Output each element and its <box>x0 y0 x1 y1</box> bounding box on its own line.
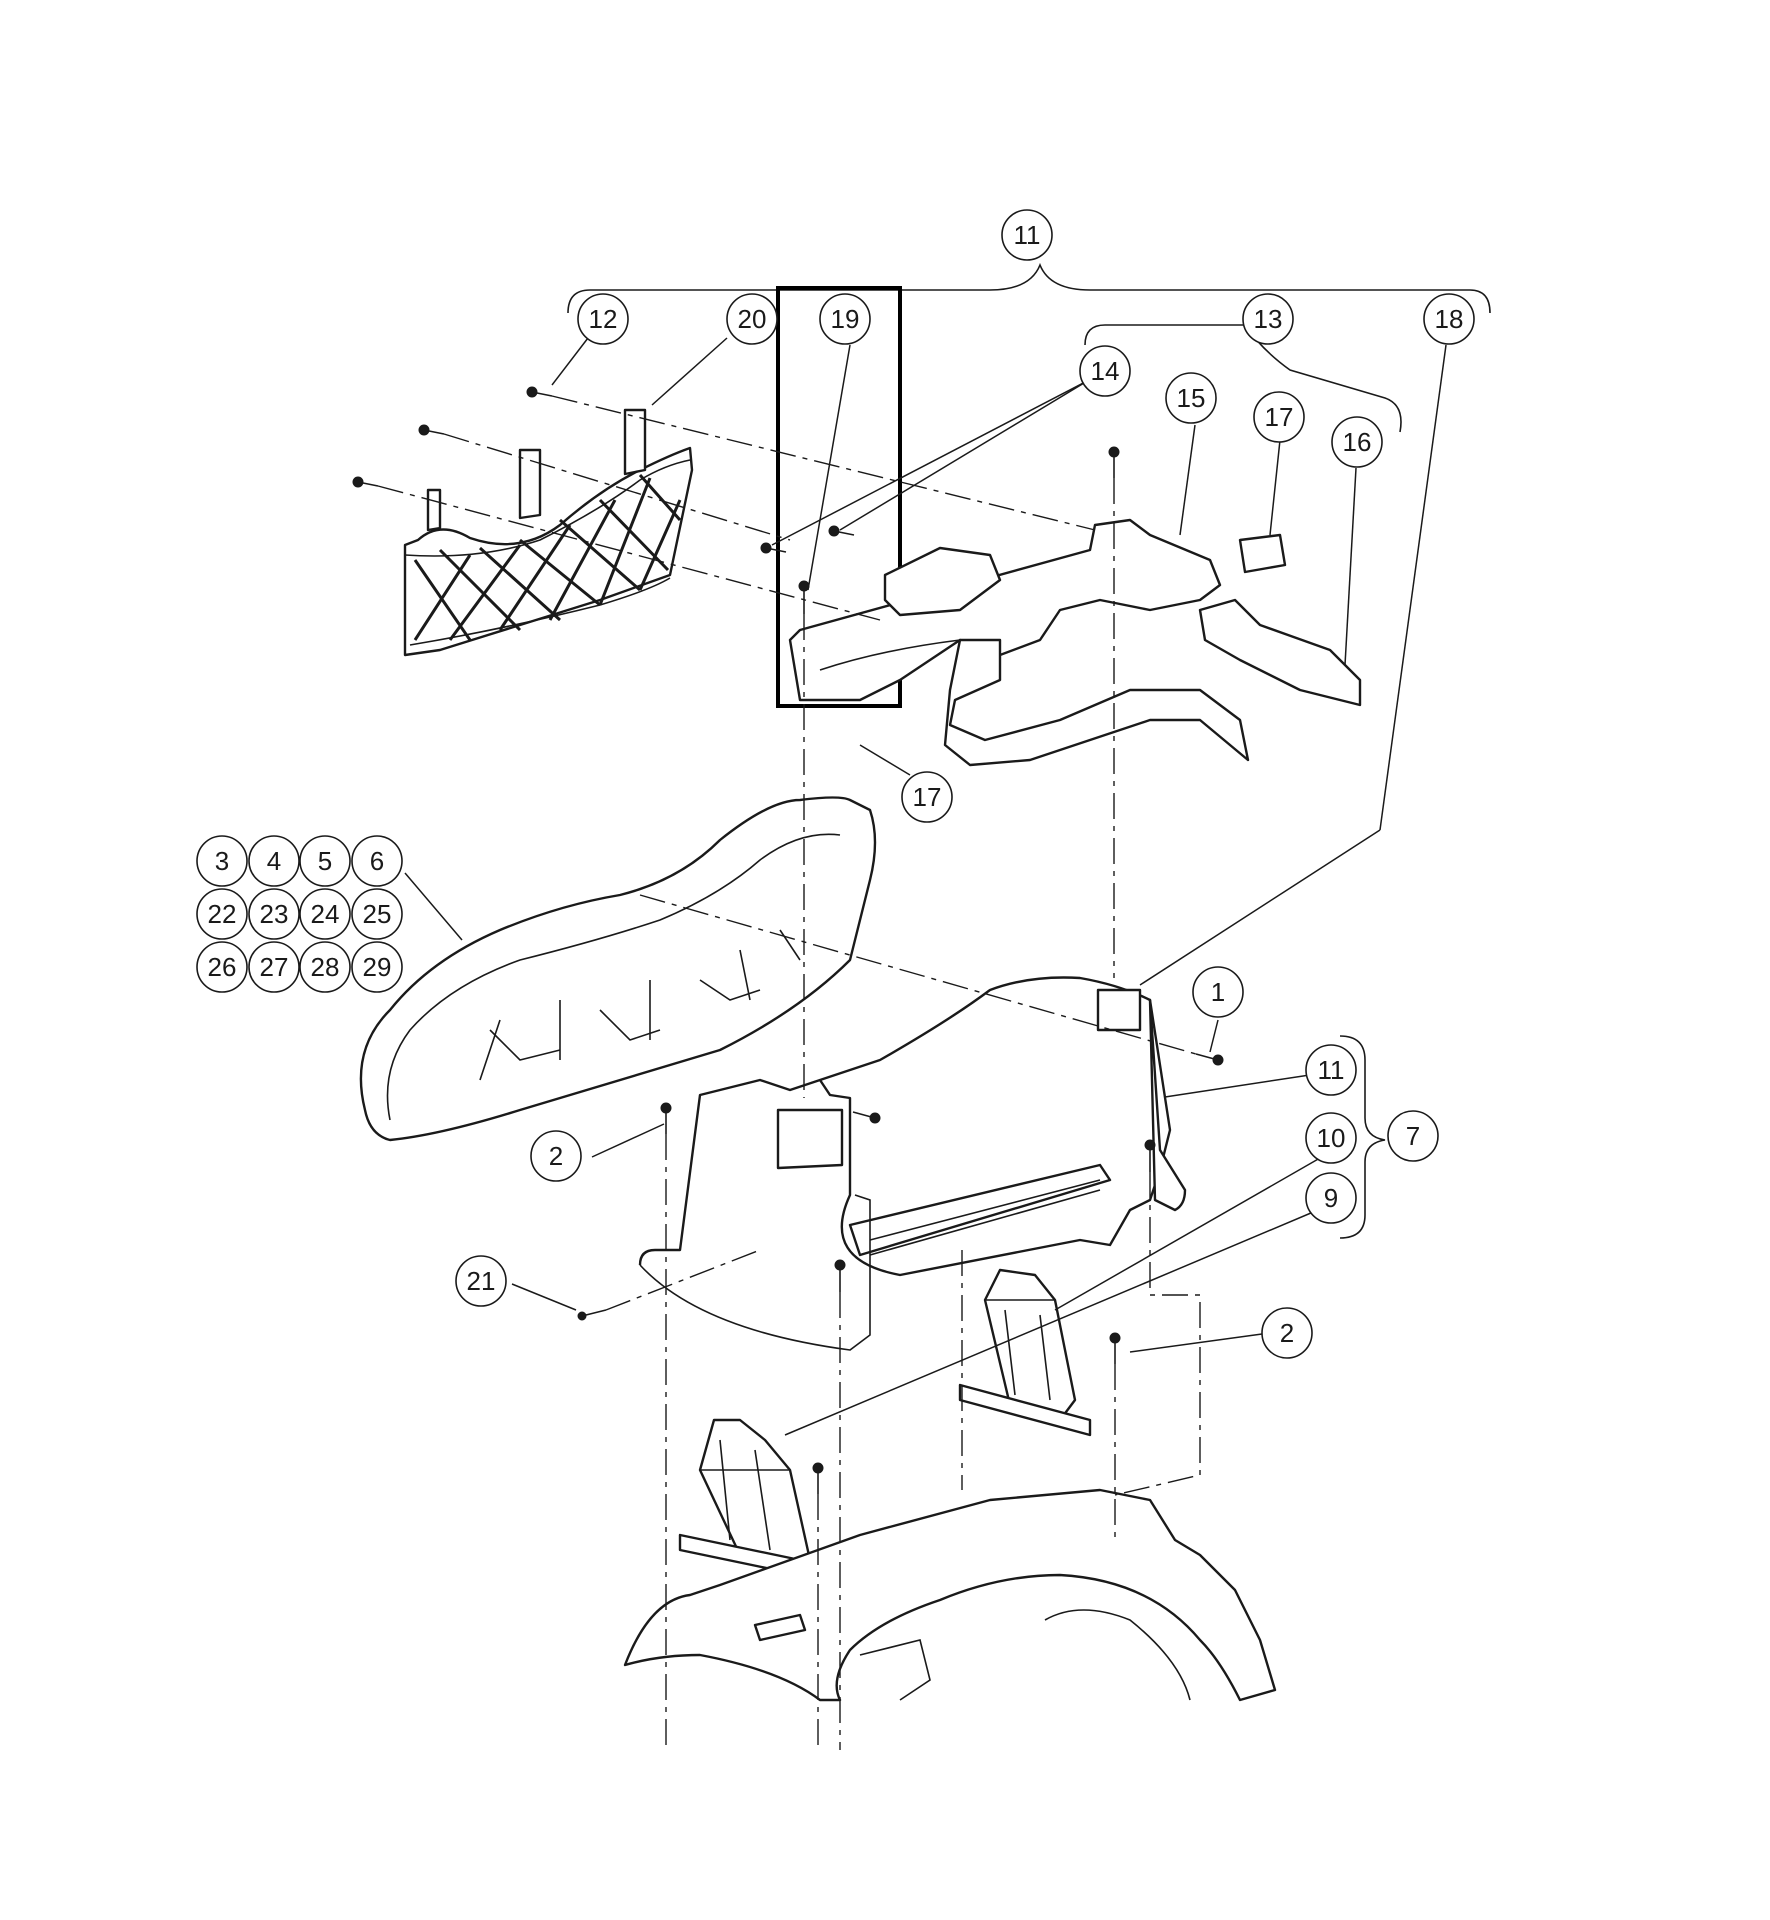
assembly-lines <box>377 395 1201 1750</box>
cargo-net <box>403 408 694 657</box>
callout-label: 17 <box>1265 402 1294 432</box>
callout-label: 21 <box>467 1266 496 1296</box>
callout-14: 14 <box>1079 345 1131 397</box>
hinge-bracket-right <box>958 1268 1092 1437</box>
seat-support-bracket <box>638 976 1187 1351</box>
callout-22: 22 <box>196 888 248 940</box>
callout-label: 23 <box>260 899 289 929</box>
callout-18: 18 <box>1423 293 1475 345</box>
callout-1: 1 <box>1192 966 1244 1018</box>
callout-label: 28 <box>311 952 340 982</box>
callout-21: 21 <box>455 1255 507 1307</box>
callout-26: 26 <box>196 941 248 993</box>
highlight-box <box>776 286 902 708</box>
assembly-brace-7 <box>1339 1035 1386 1239</box>
screws <box>352 386 1224 1494</box>
callout-label: 3 <box>215 846 229 876</box>
callout-19: 19 <box>819 293 871 345</box>
callout-24: 24 <box>299 888 351 940</box>
assembly-brace-11 <box>567 262 1491 314</box>
callout-label: 9 <box>1324 1183 1338 1213</box>
callout-label: 29 <box>363 952 392 982</box>
callout-label: 26 <box>208 952 237 982</box>
callout-5: 5 <box>299 835 351 887</box>
callout-9: 9 <box>1305 1172 1357 1224</box>
callout-label: 1 <box>1211 977 1225 1007</box>
callout-label: 13 <box>1254 304 1283 334</box>
callout-13: 13 <box>1242 293 1294 345</box>
callout-label: 7 <box>1406 1121 1420 1151</box>
callout-11-top: 11 <box>1001 209 1053 261</box>
callout-label: 14 <box>1091 356 1120 386</box>
callout-label: 15 <box>1177 383 1206 413</box>
callout-17-lower: 17 <box>901 771 953 823</box>
callout-6: 6 <box>351 835 403 887</box>
callout-10: 10 <box>1305 1112 1357 1164</box>
callout-16: 16 <box>1331 416 1383 468</box>
leader-lines <box>404 337 1447 1436</box>
callout-label: 22 <box>208 899 237 929</box>
callout-label: 2 <box>549 1141 563 1171</box>
callout-label: 6 <box>370 846 384 876</box>
callout-label: 2 <box>1280 1318 1294 1348</box>
callout-label: 16 <box>1343 427 1372 457</box>
callout-label: 18 <box>1435 304 1464 334</box>
callout-label: 17 <box>913 782 942 812</box>
assembly-brace-13 <box>1084 324 1402 433</box>
callout-25: 25 <box>351 888 403 940</box>
callout-label: 11 <box>1014 220 1041 250</box>
callout-label: 10 <box>1317 1123 1346 1153</box>
callout-label: 12 <box>589 304 618 334</box>
callout-3: 3 <box>196 835 248 887</box>
callout-27: 27 <box>248 941 300 993</box>
callout-17-top: 17 <box>1253 391 1305 443</box>
callout-29: 29 <box>351 941 403 993</box>
callout-2-left: 2 <box>530 1130 582 1182</box>
callout-12: 12 <box>577 293 629 345</box>
callout-23: 23 <box>248 888 300 940</box>
callout-7: 7 <box>1387 1110 1439 1162</box>
callout-label: 4 <box>267 846 281 876</box>
hinge-bracket-left <box>678 1418 812 1577</box>
callout-label: 25 <box>363 899 392 929</box>
callout-11-right: 11 <box>1305 1044 1357 1096</box>
body-rear <box>623 1488 1277 1702</box>
callout-15: 15 <box>1165 372 1217 424</box>
upper-rack <box>788 518 1362 767</box>
callout-label: 11 <box>1318 1055 1345 1085</box>
seat-back-cushion <box>359 796 877 1142</box>
callout-label: 19 <box>831 304 860 334</box>
callout-20: 20 <box>726 293 778 345</box>
callout-label: 24 <box>311 899 340 929</box>
callout-label: 5 <box>318 846 332 876</box>
callout-2-right: 2 <box>1261 1307 1313 1359</box>
callout-label: 20 <box>738 304 767 334</box>
callout-label: 27 <box>260 952 289 982</box>
callout-28: 28 <box>299 941 351 993</box>
callout-4: 4 <box>248 835 300 887</box>
